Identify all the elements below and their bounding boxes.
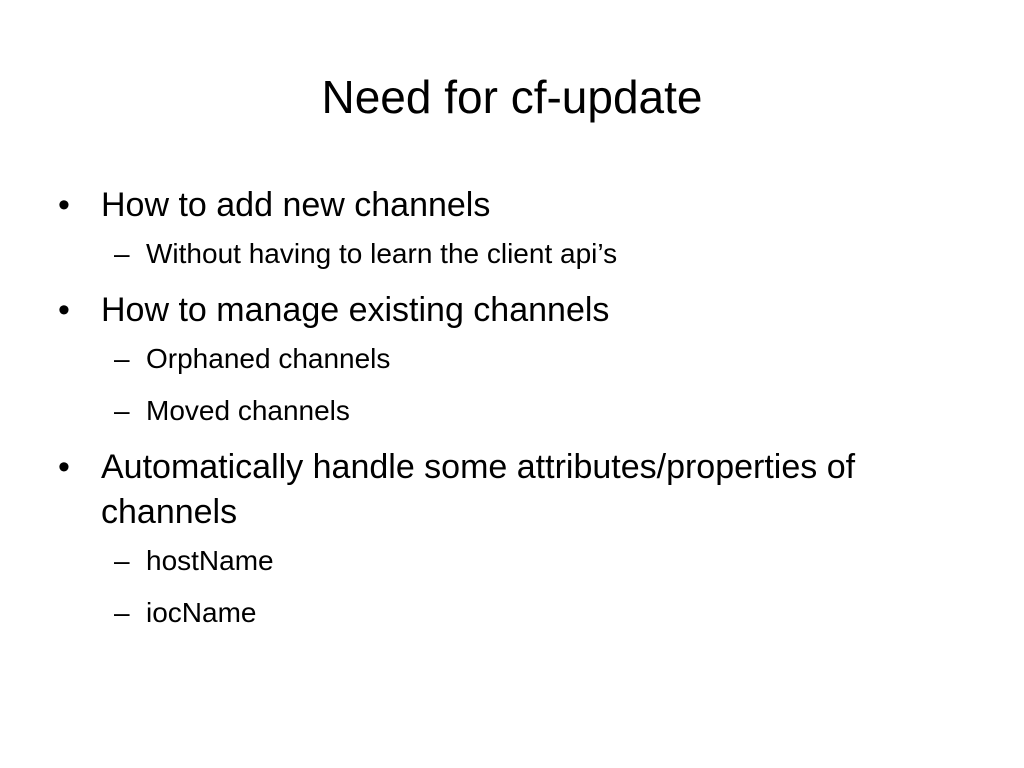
sub-bullet-marker: – [114, 343, 130, 374]
bullet-marker: • [58, 186, 70, 224]
bullet-item: • Automatically handle some attributes/p… [56, 445, 956, 535]
sub-bullet-text: Moved channels [146, 395, 350, 426]
sub-bullet-item: – hostName [114, 541, 956, 581]
sub-bullet-marker: – [114, 238, 130, 269]
bullet-marker: • [58, 448, 70, 486]
bullet-item: • How to manage existing channels [56, 288, 956, 333]
bullet-text: How to manage existing channels [101, 291, 610, 329]
sub-bullet-text: Orphaned channels [146, 343, 391, 374]
sub-bullet-marker: – [114, 545, 130, 576]
bullet-item: • How to add new channels [56, 183, 956, 228]
slide-title: Need for cf-update [321, 71, 703, 123]
sub-bullet-marker: – [114, 597, 130, 628]
sub-bullet-item: – Without having to learn the client api… [114, 234, 956, 274]
sub-bullet-text: iocName [146, 597, 257, 628]
bullet-text: Automatically handle some attributes/pro… [101, 448, 856, 531]
slide-body: • How to add new channels – Without havi… [56, 183, 956, 633]
sub-bullet-item: – iocName [114, 593, 956, 633]
sub-bullet-text: hostName [146, 545, 274, 576]
sub-bullet-item: – Orphaned channels [114, 339, 956, 379]
bullet-text: How to add new channels [101, 186, 491, 224]
sub-bullet-marker: – [114, 395, 130, 426]
sub-bullet-item: – Moved channels [114, 391, 956, 431]
sub-bullet-text: Without having to learn the client api’s [146, 238, 618, 269]
bullet-marker: • [58, 291, 70, 329]
